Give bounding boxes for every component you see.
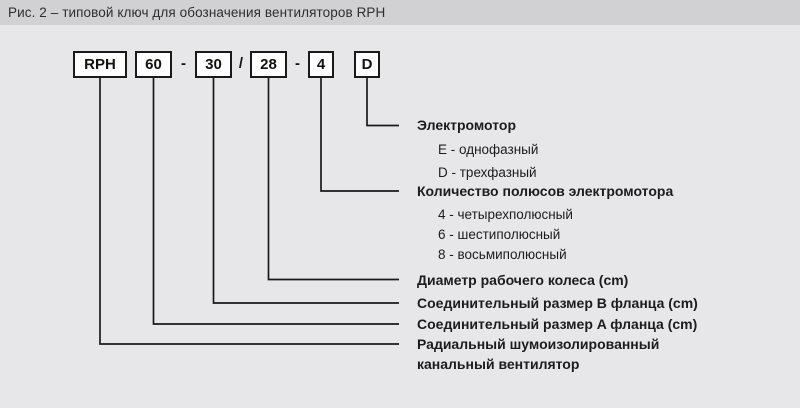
legend-item-three-phase: D - трехфазный — [438, 165, 537, 180]
legend-item-four-pole: 4 - четырехполюсный — [438, 207, 573, 222]
connector-impeller — [267, 78, 399, 281]
code-box-impeller: 28 — [250, 51, 287, 78]
connector-flange-a — [152, 78, 399, 325]
legend-heading-flange-b: Соединительный размер B фланца (cm) — [417, 295, 698, 311]
separator-dash-2: - — [295, 55, 300, 72]
separator-dash-1: - — [181, 55, 186, 72]
legend-item-single-phase: E - однофазный — [438, 142, 539, 157]
legend-heading-flange-a: Соединительный размер A фланца (cm) — [417, 316, 698, 332]
connector-poles — [320, 78, 399, 192]
code-box-flange-b: 30 — [195, 51, 232, 78]
code-box-series: RPH — [73, 51, 127, 78]
legend-heading-impeller: Диаметр рабочего колеса (cm) — [417, 272, 629, 288]
code-box-motor: D — [354, 51, 380, 78]
figure-caption: Рис. 2 – типовой ключ для обозначения ве… — [0, 0, 800, 25]
legend-item-six-pole: 6 - шестиполюсный — [438, 227, 561, 242]
connector-flange-b — [212, 78, 399, 304]
legend-item-eight-pole: 8 - восьмиполюсный — [438, 247, 567, 262]
legend-heading-series: Радиальный шумоизолированный канальный в… — [417, 336, 660, 372]
connector-motor — [366, 78, 399, 127]
legend-heading-motor: Электромотор — [417, 117, 517, 133]
code-box-poles: 4 — [308, 51, 334, 78]
separator-slash: / — [238, 55, 244, 72]
code-box-flange-a: 60 — [135, 51, 172, 78]
connector-series — [99, 78, 399, 345]
legend-heading-poles: Количество полюсов электромотора — [417, 183, 674, 199]
